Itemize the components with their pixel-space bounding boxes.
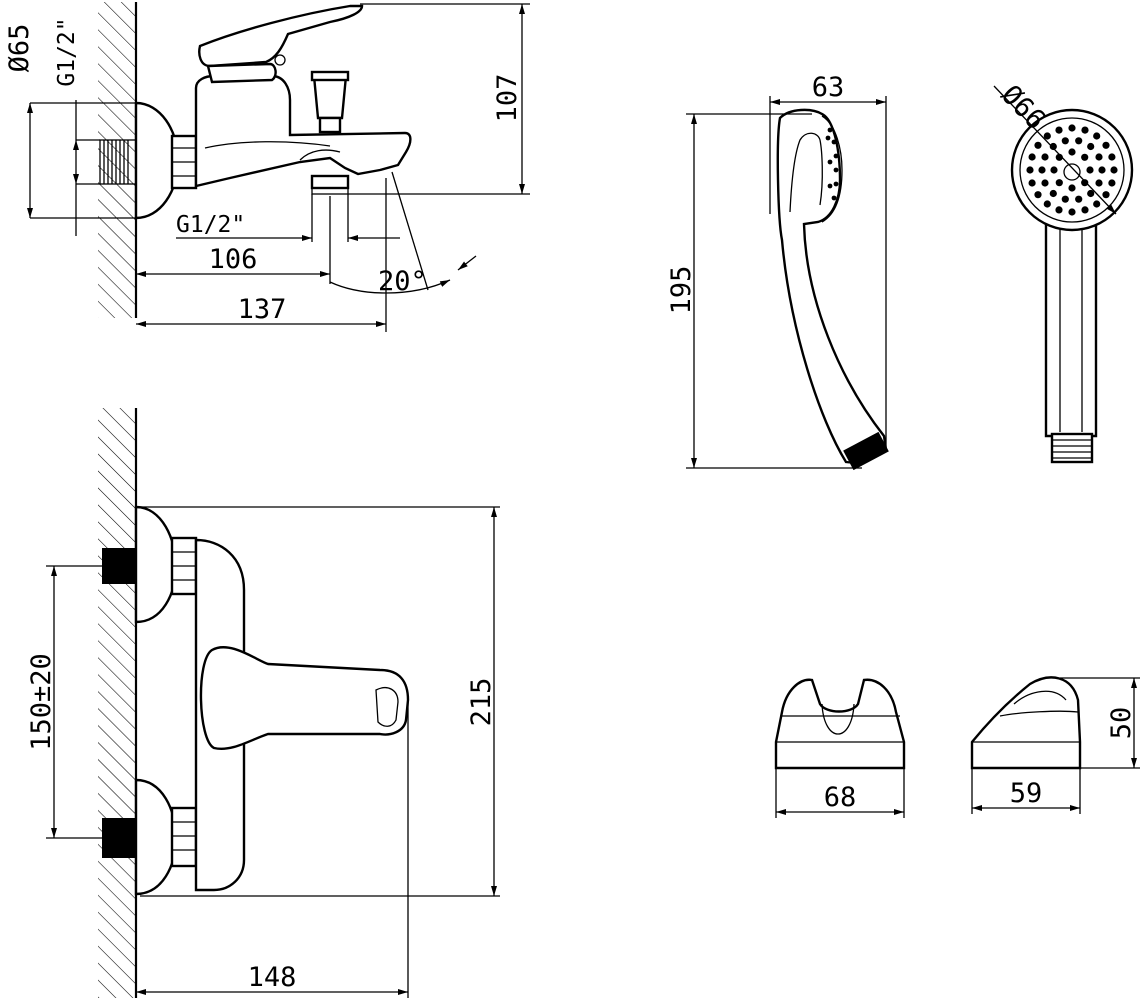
shower-handle-side [776,108,888,464]
spout-outlet [310,174,350,190]
spray-nozzle [1102,141,1110,149]
spray-nozzle [1026,166,1034,174]
dim-107: 107 [492,74,523,123]
dim-outlet-thread: G1/2" [176,212,245,238]
holder-body-front [774,678,906,770]
spray-nozzle [1068,148,1076,156]
spray-nozzle [1049,142,1057,151]
dim-width: 148 [248,962,297,993]
spray-nozzle [1055,206,1063,214]
spray-nozzle [1081,126,1089,134]
lever-front [199,646,410,750]
spray-nozzle [1055,126,1063,134]
spray-nozzle [1102,191,1110,199]
dim-106: 106 [209,244,258,275]
spray-nozzle [1055,179,1063,187]
dim-holder-depth: 59 [1010,778,1043,809]
spray-nozzle [1081,153,1089,161]
dim-angle: 20° [378,266,427,297]
spray-nozzle [1028,153,1036,161]
dim-head-width: 63 [812,72,845,103]
spray-nozzle [1093,200,1101,208]
dim-holder-height: 50 [1106,707,1137,740]
dim-rosette-diameter: Ø65 [4,24,35,73]
holder-body-side [970,676,1082,770]
hex-nut-upper [170,536,198,596]
spray-nozzle [1108,153,1116,161]
spray-nozzle [1050,166,1058,174]
dim-spacing: 150±20 [26,653,57,751]
shower-head-side: 63 195 [666,72,889,471]
spray-nozzle [1086,166,1094,174]
spray-nozzle [1095,153,1103,161]
dim-holder-width: 68 [824,782,857,813]
spray-nozzle [1081,179,1089,187]
spray-nozzle [1087,189,1095,198]
dim-137: 137 [238,294,287,325]
lever-side [198,4,364,68]
spray-nozzle [1061,137,1069,145]
side-view: Ø65 G1/2" G1/2" 106 137 107 20° [4,2,530,332]
spray-nozzles [1026,124,1118,216]
spray-nozzle [1095,179,1103,187]
spray-nozzle [1041,153,1049,161]
spray-nozzle [1028,179,1036,187]
shower-head-front: Ø66 [993,79,1134,464]
spray-nozzle [1075,195,1083,203]
spray-nozzle [1068,208,1076,216]
shower-handle-front [1044,218,1098,438]
spray-nozzle [1093,132,1101,140]
diverter-knob [310,70,350,134]
spray-nozzle [1038,166,1046,174]
spray-nozzle [1110,166,1118,174]
dim-length: 195 [666,266,697,315]
rosette-upper [134,505,178,624]
spray-nozzle [1068,124,1076,132]
spray-nozzle [1043,200,1051,208]
dim-height: 215 [466,678,497,727]
spray-nozzle [1068,184,1076,192]
spray-nozzle [1034,141,1042,149]
hex-nut-lower [170,806,198,868]
dim-wall-thread: G1/2" [54,17,80,86]
spray-nozzle [1108,179,1116,187]
spray-nozzle [1087,142,1095,151]
holder-side: 59 50 [970,676,1140,814]
mixer-body-side [194,74,412,188]
front-view: 150±20 215 148 [26,408,500,998]
spray-face-side [825,127,839,201]
spray-nozzle [1049,189,1057,198]
spray-nozzle [1043,132,1051,140]
wall-hatch-bottom [98,408,136,998]
wall-thread [99,139,137,185]
shower-thread-side [843,431,889,471]
shower-thread-front [1050,432,1094,464]
spray-nozzle [1075,137,1083,145]
rosette-lower [134,778,178,896]
spray-nozzle [1061,195,1069,203]
spray-nozzle [1098,166,1106,174]
spray-nozzle [1081,206,1089,214]
spray-nozzle [1034,191,1042,199]
hex-nut-side [170,134,198,190]
holder-front: 68 [774,678,906,818]
spray-nozzle [1041,179,1049,187]
